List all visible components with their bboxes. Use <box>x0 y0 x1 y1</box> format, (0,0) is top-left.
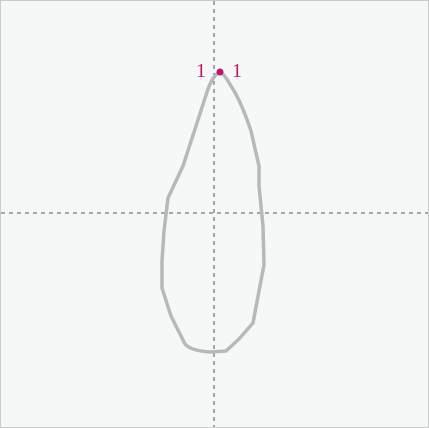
point-label-right: 1 <box>232 60 242 82</box>
outline-shape <box>160 70 266 354</box>
point-label-left: 1 <box>196 60 206 82</box>
highlight-point[interactable] <box>216 68 224 76</box>
